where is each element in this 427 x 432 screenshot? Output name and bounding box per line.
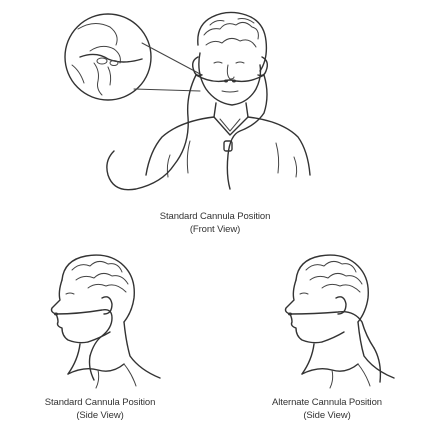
caption-line-1: Alternate Cannula Position bbox=[227, 396, 427, 409]
caption-line-2: (Side View) bbox=[227, 409, 427, 422]
oxygen-tubing bbox=[107, 75, 267, 190]
inset-magnifier bbox=[65, 14, 151, 100]
caption-line-1: Standard Cannula Position bbox=[110, 210, 320, 223]
caption-line-2: (Side View) bbox=[0, 409, 200, 422]
alternate-side-view-caption: Alternate Cannula Position (Side View) bbox=[227, 396, 427, 422]
front-view-caption: Standard Cannula Position (Front View) bbox=[110, 210, 320, 236]
front-view-illustration bbox=[50, 5, 320, 205]
standard-side-view-figure bbox=[28, 252, 168, 390]
alternate-side-view-illustration bbox=[262, 252, 402, 390]
front-head bbox=[193, 12, 268, 117]
caption-line-2: (Front View) bbox=[110, 223, 320, 236]
alternate-side-view-figure bbox=[262, 252, 402, 390]
side-head-alternate bbox=[286, 255, 395, 388]
caption-line-1: Standard Cannula Position bbox=[0, 396, 200, 409]
standard-side-view-illustration bbox=[28, 252, 168, 390]
front-view-figure bbox=[50, 5, 320, 205]
side-head-standard bbox=[52, 255, 161, 388]
standard-side-view-caption: Standard Cannula Position (Side View) bbox=[0, 396, 200, 422]
